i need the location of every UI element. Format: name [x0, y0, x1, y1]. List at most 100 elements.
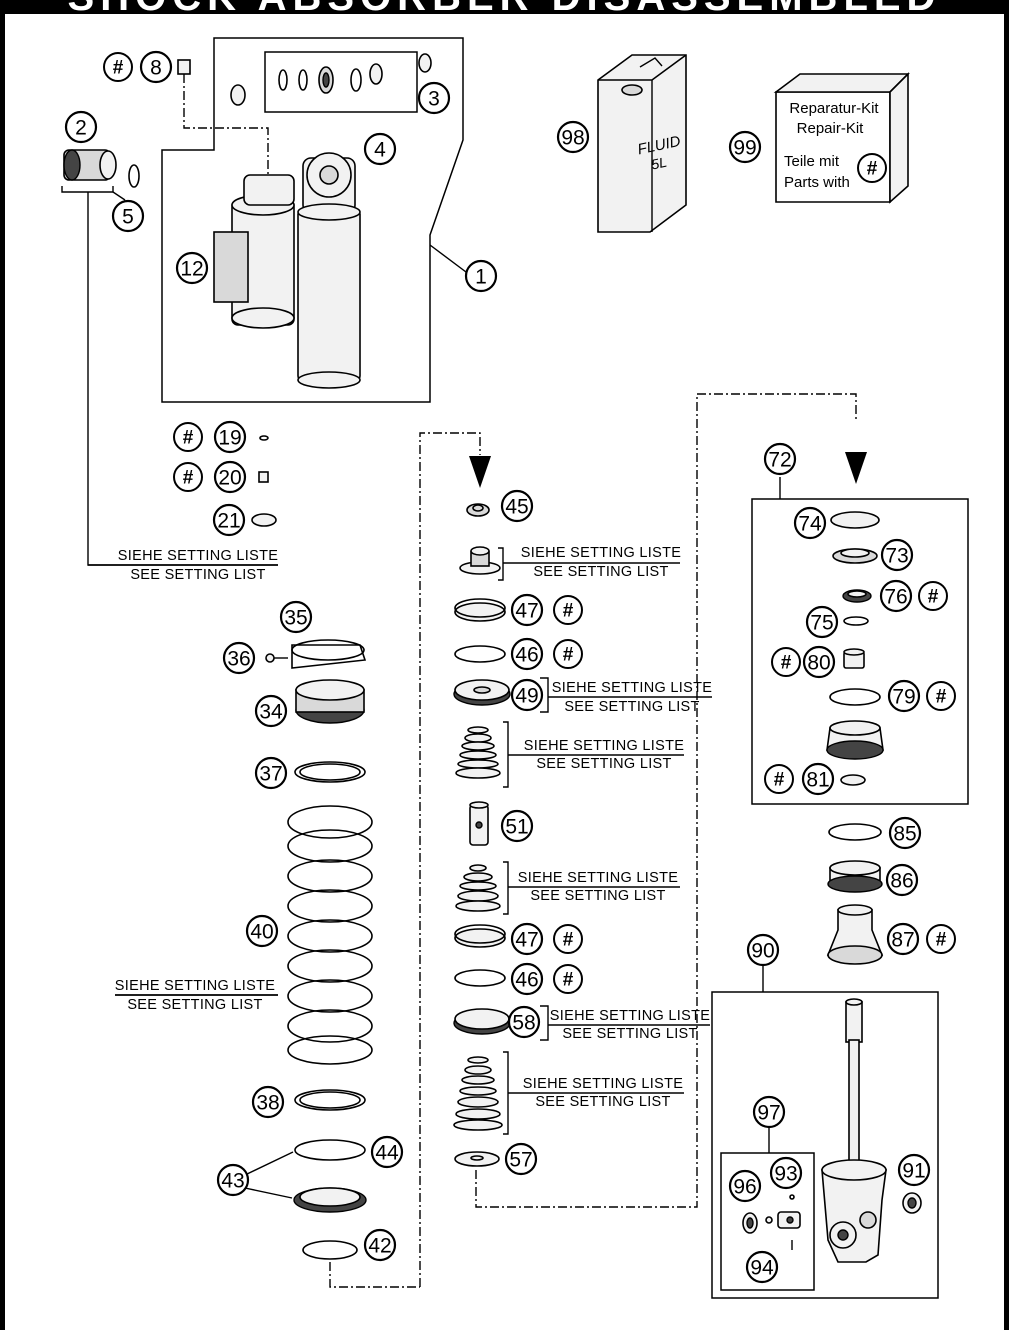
box-90: [711, 991, 939, 1299]
setting-label-de: SIEHE SETTING LISTE: [521, 545, 681, 561]
callout-72: 72: [763, 442, 797, 476]
callout-number: 49: [515, 685, 538, 708]
callout-8: 8: [139, 50, 173, 84]
callout-75: 75: [805, 605, 839, 639]
callout-80: 80: [802, 645, 836, 679]
setting-label-6: SIEHE SETTING LISTE SEE SETTING LIST: [115, 978, 278, 1013]
callout-number: 20: [218, 467, 241, 490]
callout-number: 8: [150, 57, 162, 80]
shock-assembly-box: [161, 37, 464, 403]
dashed-path-center: [419, 432, 481, 1287]
callout-number: 99: [733, 137, 756, 160]
fluid-can-volume: 5L: [650, 154, 669, 173]
repair-kit-hash-marker: #: [771, 647, 801, 677]
callout-number: 81: [806, 769, 829, 792]
callout-number: 38: [256, 1092, 279, 1115]
callout-42: 42: [363, 1228, 397, 1262]
callout-number: 72: [768, 449, 791, 472]
hash-symbol: #: [774, 770, 785, 791]
callout-number: 91: [902, 1160, 925, 1183]
hash-symbol: #: [936, 930, 947, 951]
box-72-parts: [826, 511, 884, 786]
hash-symbol: #: [113, 58, 124, 79]
callout-1: 1: [464, 259, 498, 293]
callout-12: 12: [175, 251, 209, 285]
callout-38: 38: [251, 1085, 285, 1119]
piston-rod-drawing: [821, 998, 922, 1263]
callout-91: 91: [897, 1153, 931, 1187]
callout-98: 98: [556, 120, 590, 154]
callout-58: 58: [507, 1005, 541, 1039]
setting-label-8: SIEHE SETTING LISTE SEE SETTING LIST: [508, 1076, 684, 1110]
hash-symbol: #: [867, 159, 878, 180]
callout-number: 34: [259, 701, 283, 724]
setting-label-de: SIEHE SETTING LISTE: [524, 738, 684, 754]
setting-label-en: SEE SETTING LIST: [127, 997, 262, 1013]
callout-number: 96: [733, 1176, 756, 1199]
callout-87: 87: [886, 922, 920, 956]
callout-35: 35: [279, 600, 313, 634]
repair-kit-de: Reparatur-Kit: [789, 100, 879, 117]
bushing-right: [418, 53, 432, 73]
callout-79: 79: [887, 679, 921, 713]
setting-label-5: SIEHE SETTING LISTE SEE SETTING LIST: [508, 870, 680, 904]
callout-number: 44: [375, 1142, 399, 1165]
leader-43b: [244, 1187, 293, 1199]
callout-3: 3: [417, 81, 451, 115]
callout-number: 35: [284, 607, 307, 630]
callout-21: 21: [212, 503, 246, 537]
callout-number: 97: [757, 1102, 780, 1125]
leader-5: [112, 191, 126, 201]
repair-kit-hash-marker: #: [103, 52, 133, 82]
callout-51: 51: [500, 809, 534, 843]
hash-symbol: #: [183, 428, 194, 449]
setting-label-de: SIEHE SETTING LISTE: [552, 680, 712, 696]
repair-kit-hash-marker: #: [553, 924, 583, 954]
repair-kit-hash-marker: #: [926, 924, 956, 954]
hash-symbol: #: [563, 970, 574, 991]
setting-label-de: SIEHE SETTING LISTE: [518, 870, 678, 886]
callout-number: 42: [368, 1235, 391, 1258]
callout-47b: 47: [510, 922, 544, 956]
callout-number: 43: [221, 1170, 244, 1193]
bracket-2: [61, 186, 114, 193]
callout-93: 93: [769, 1156, 803, 1190]
hash-symbol: #: [936, 687, 947, 708]
washer-19: [259, 435, 269, 441]
callout-number: 47: [515, 600, 538, 623]
setting-label-de: SIEHE SETTING LISTE: [523, 1076, 683, 1092]
callout-number: 79: [892, 686, 915, 709]
setting-label-en: SEE SETTING LIST: [535, 1094, 670, 1110]
callout-20: 20: [213, 460, 247, 494]
box-97-parts: [742, 1194, 801, 1250]
setting-brackets-center: [498, 547, 549, 1135]
bushing-left: [230, 84, 246, 106]
shock-body-drawing: [297, 152, 361, 389]
setting-label-7: SIEHE SETTING LISTE SEE SETTING LIST: [548, 1008, 710, 1042]
callout-number: 19: [218, 427, 241, 450]
leader-1: [429, 244, 467, 273]
callout-96: 96: [728, 1169, 762, 1203]
callout-number: 87: [891, 929, 914, 952]
callout-47a: 47: [510, 593, 544, 627]
callout-46a: 46: [510, 637, 544, 671]
box-97: [720, 1152, 815, 1291]
hash-symbol: #: [563, 645, 574, 666]
callout-90: 90: [746, 933, 780, 967]
setting-label-en: SEE SETTING LIST: [536, 756, 671, 772]
callout-number: 40: [250, 921, 273, 944]
callout-number: 21: [217, 510, 240, 533]
repair-kit-hash-marker: #: [764, 764, 794, 794]
repair-kit-parts-de: Teile mit: [784, 153, 840, 170]
leader-43a: [244, 1151, 294, 1176]
spring-column-drawing: [265, 639, 373, 1260]
callout-97: 97: [752, 1095, 786, 1129]
setting-label-2: SIEHE SETTING LISTE SEE SETTING LIST: [503, 545, 681, 580]
page-title: SHOCK ABSORBER DISASSEMBLED: [0, 0, 1009, 14]
callout-number: 46: [515, 644, 538, 667]
setting-label-en: SEE SETTING LIST: [130, 567, 265, 583]
callout-number: 3: [428, 88, 440, 111]
callout-number: 2: [75, 117, 87, 140]
